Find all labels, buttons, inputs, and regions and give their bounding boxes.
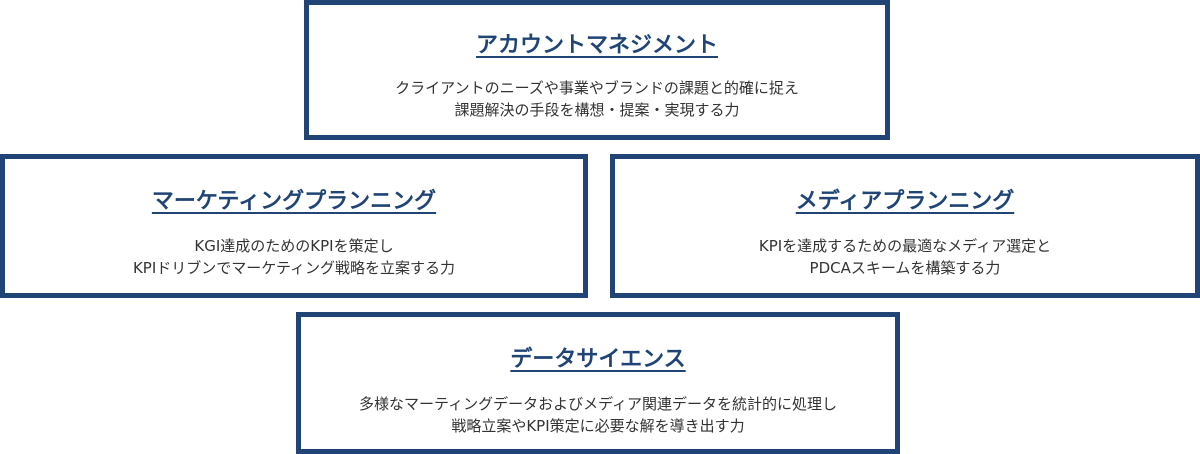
- account-management-description: クライアントのニーズや事業やブランドの課題と的確に捉え 課題解決の手段を構想・提…: [309, 77, 885, 121]
- account-management-title: アカウントマネジメント: [475, 33, 718, 58]
- marketing-planning-title: マーケティングプランニング: [151, 189, 437, 214]
- data-science-desc-line-2: 戦略立案やKPI策定に必要な解を導き出す力: [451, 417, 745, 435]
- data-science-desc-line-1: 多様なマーティングデータおよびメディア関連データを統計的に処理し: [358, 395, 838, 413]
- media-planning-box: メディアプランニング KPIを達成するための最適なメディア選定と PDCAスキー…: [610, 154, 1200, 298]
- media-planning-desc-line-2: PDCAスキームを構築する力: [809, 259, 1001, 277]
- account-management-desc-line-2: 課題解決の手段を構想・提案・実現する力: [454, 101, 740, 119]
- data-science-title: データサイエンス: [510, 347, 686, 372]
- data-science-description: 多様なマーティングデータおよびメディア関連データを統計的に処理し 戦略立案やKP…: [301, 393, 895, 437]
- marketing-planning-box: マーケティングプランニング KGI達成のためのKPIを策定し KPIドリブンでマ…: [0, 154, 588, 298]
- marketing-planning-desc-line-1: KGI達成のためのKPIを策定し: [194, 237, 394, 255]
- marketing-planning-desc-line-2: KPIドリブンでマーケティング戦略を立案する力: [132, 259, 456, 277]
- data-science-box: データサイエンス 多様なマーティングデータおよびメディア関連データを統計的に処理…: [296, 312, 900, 454]
- media-planning-description: KPIを達成するための最適なメディア選定と PDCAスキームを構築する力: [615, 235, 1195, 279]
- account-management-box: アカウントマネジメント クライアントのニーズや事業やブランドの課題と的確に捉え …: [304, 0, 890, 140]
- account-management-desc-line-1: クライアントのニーズや事業やブランドの課題と的確に捉え: [395, 79, 799, 97]
- media-planning-desc-line-1: KPIを達成するための最適なメディア選定と: [758, 237, 1052, 255]
- media-planning-title: メディアプランニング: [795, 189, 1015, 214]
- marketing-planning-description: KGI達成のためのKPIを策定し KPIドリブンでマーケティング戦略を立案する力: [5, 235, 583, 279]
